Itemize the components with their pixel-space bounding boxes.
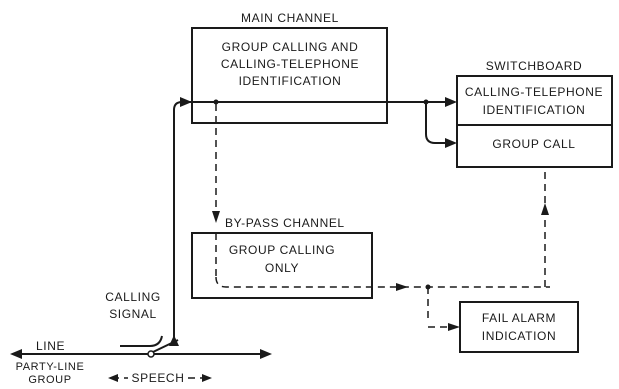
party-line-label-1: PARTY-LINE <box>16 361 85 373</box>
switch-contact <box>147 350 155 358</box>
bypass-box-line1: GROUP CALLING <box>229 243 335 257</box>
riser-line <box>173 101 183 346</box>
speech-arrow-right <box>202 374 212 382</box>
bypass-channel-box <box>191 232 373 299</box>
calling-signal-label-1: CALLING <box>105 290 161 304</box>
main-box-line2: CALLING-TELEPHONE <box>221 57 359 71</box>
group-call-arrow <box>445 138 457 148</box>
riser-arrow-bottom <box>169 335 179 346</box>
calling-signal-label-2: SIGNAL <box>109 307 157 321</box>
junction-main <box>213 99 219 105</box>
main-channel-box <box>191 27 388 124</box>
bypass-output-arrow <box>396 283 408 291</box>
line-arrow-right <box>260 349 272 359</box>
bypass-output-line <box>215 276 550 288</box>
bypass-box-line2: ONLY <box>265 261 299 275</box>
main-box-line1: GROUP CALLING AND <box>222 40 359 54</box>
switchboard-ident-line2: IDENTIFICATION <box>483 103 586 117</box>
speech-arrow-left <box>108 374 118 382</box>
main-output-arrow <box>445 97 457 107</box>
group-call-label: GROUP CALL <box>492 137 575 151</box>
switchboard-title: SWITCHBOARD <box>486 59 583 73</box>
bypass-feed-arrow <box>212 211 220 223</box>
junction-switchboard <box>423 99 429 105</box>
main-channel-title: MAIN CHANNEL <box>241 11 339 25</box>
group-call-branch <box>425 102 446 144</box>
speech-label: SPEECH <box>132 371 185 385</box>
switchboard-ident-line1: CALLING-TELEPHONE <box>465 85 603 99</box>
bypass-channel-title: BY-PASS CHANNEL <box>225 216 345 230</box>
line-arrow-left <box>10 349 22 359</box>
line-label: LINE <box>36 339 65 353</box>
switchboard-box <box>456 75 613 168</box>
switchboard-return-arrow <box>541 203 549 215</box>
fail-alarm-box <box>459 301 579 353</box>
main-box-line3: IDENTIFICATION <box>239 74 342 88</box>
party-line-label-2: GROUP <box>28 374 71 386</box>
alarm-arrow <box>448 323 460 331</box>
fail-alarm-line1: FAIL ALARM <box>482 311 556 325</box>
calling-signal-line <box>120 335 163 347</box>
fail-alarm-line2: INDICATION <box>482 329 556 343</box>
